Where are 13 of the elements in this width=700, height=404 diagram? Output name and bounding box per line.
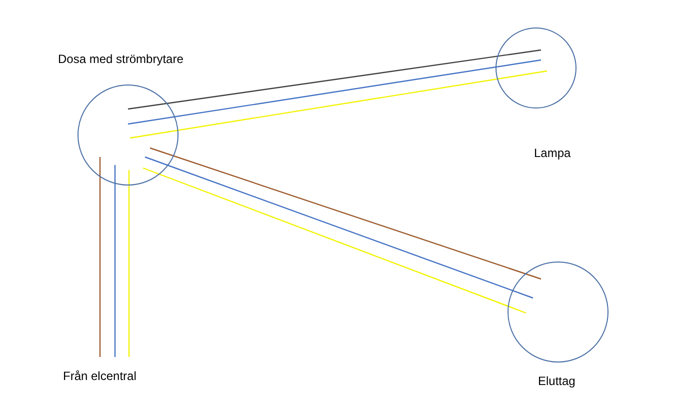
wire — [99, 157, 101, 357]
wire — [150, 147, 542, 280]
wire — [128, 49, 542, 110]
node-label: Eluttag — [538, 374, 576, 388]
wire — [144, 156, 534, 299]
wire — [130, 70, 548, 139]
wire — [142, 167, 526, 314]
node-label: Lampa — [534, 146, 571, 160]
node-label: Dosa med strömbrytare — [58, 52, 184, 66]
wire — [128, 59, 542, 125]
wire — [128, 170, 130, 357]
node-label: Från elcentral — [63, 369, 136, 383]
wire — [114, 165, 116, 357]
